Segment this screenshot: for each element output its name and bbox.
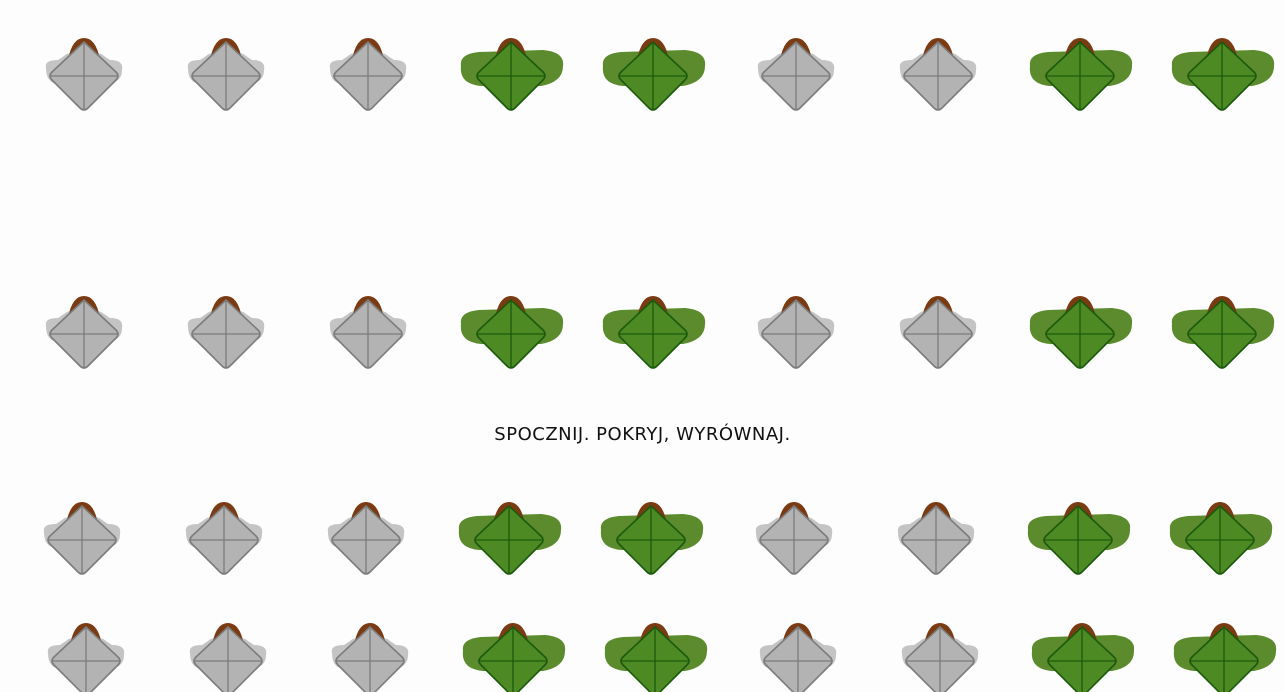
soldier-top-view-icon — [736, 292, 856, 372]
soldier-unit-green[interactable] — [451, 292, 571, 372]
soldier-unit-gray[interactable] — [876, 498, 996, 578]
soldier-top-view-icon — [1160, 498, 1280, 578]
soldier-top-view-icon — [876, 498, 996, 578]
soldier-unit-gray[interactable] — [166, 292, 286, 372]
soldier-top-view-icon — [736, 34, 856, 114]
soldier-top-view-icon — [453, 619, 573, 692]
soldier-top-view-icon — [24, 292, 144, 372]
soldier-unit-gray[interactable] — [878, 34, 998, 114]
unit-row-4 — [0, 619, 1285, 692]
soldier-top-view-icon — [308, 34, 428, 114]
soldier-unit-gray[interactable] — [168, 619, 288, 692]
soldier-unit-gray[interactable] — [878, 292, 998, 372]
soldier-unit-green[interactable] — [1164, 619, 1284, 692]
command-text: SPOCZNIJ. POKRYJ, WYRÓWNAJ. — [0, 424, 1285, 445]
soldier-unit-gray[interactable] — [22, 498, 142, 578]
soldier-unit-gray[interactable] — [736, 34, 856, 114]
soldier-unit-gray[interactable] — [880, 619, 1000, 692]
soldier-unit-green[interactable] — [1160, 498, 1280, 578]
soldier-unit-green[interactable] — [451, 34, 571, 114]
soldier-top-view-icon — [880, 619, 1000, 692]
soldier-unit-green[interactable] — [593, 292, 713, 372]
soldier-unit-gray[interactable] — [24, 292, 144, 372]
soldier-unit-green[interactable] — [449, 498, 569, 578]
soldier-unit-gray[interactable] — [736, 292, 856, 372]
soldier-unit-gray[interactable] — [24, 34, 144, 114]
soldier-top-view-icon — [24, 34, 144, 114]
unit-row-3 — [0, 498, 1285, 578]
soldier-top-view-icon — [1018, 498, 1138, 578]
soldier-top-view-icon — [878, 34, 998, 114]
soldier-unit-green[interactable] — [591, 498, 711, 578]
soldier-unit-gray[interactable] — [166, 34, 286, 114]
soldier-unit-gray[interactable] — [308, 292, 428, 372]
soldier-top-view-icon — [166, 34, 286, 114]
soldier-top-view-icon — [734, 498, 854, 578]
soldier-unit-gray[interactable] — [310, 619, 430, 692]
soldier-top-view-icon — [1162, 292, 1282, 372]
soldier-unit-green[interactable] — [1022, 619, 1142, 692]
soldier-top-view-icon — [308, 292, 428, 372]
soldier-unit-green[interactable] — [1020, 292, 1140, 372]
soldier-top-view-icon — [164, 498, 284, 578]
soldier-unit-green[interactable] — [1162, 292, 1282, 372]
soldier-top-view-icon — [738, 619, 858, 692]
soldier-top-view-icon — [593, 292, 713, 372]
soldier-top-view-icon — [26, 619, 146, 692]
soldier-unit-gray[interactable] — [164, 498, 284, 578]
soldier-top-view-icon — [22, 498, 142, 578]
soldier-unit-gray[interactable] — [738, 619, 858, 692]
soldier-unit-green[interactable] — [1162, 34, 1282, 114]
soldier-top-view-icon — [1020, 34, 1140, 114]
soldier-top-view-icon — [449, 498, 569, 578]
unit-row-2 — [0, 292, 1285, 372]
soldier-unit-gray[interactable] — [308, 34, 428, 114]
soldier-top-view-icon — [168, 619, 288, 692]
soldier-top-view-icon — [1162, 34, 1282, 114]
soldier-unit-gray[interactable] — [306, 498, 426, 578]
soldier-top-view-icon — [451, 34, 571, 114]
soldier-unit-green[interactable] — [1020, 34, 1140, 114]
soldier-top-view-icon — [310, 619, 430, 692]
soldier-top-view-icon — [451, 292, 571, 372]
soldier-top-view-icon — [1022, 619, 1142, 692]
soldier-top-view-icon — [166, 292, 286, 372]
soldier-top-view-icon — [1164, 619, 1284, 692]
soldier-unit-green[interactable] — [453, 619, 573, 692]
soldier-unit-green[interactable] — [593, 34, 713, 114]
soldier-top-view-icon — [595, 619, 715, 692]
soldier-unit-green[interactable] — [1018, 498, 1138, 578]
soldier-top-view-icon — [878, 292, 998, 372]
soldier-unit-gray[interactable] — [734, 498, 854, 578]
soldier-unit-gray[interactable] — [26, 619, 146, 692]
unit-row-1 — [0, 34, 1285, 114]
soldier-top-view-icon — [591, 498, 711, 578]
soldier-top-view-icon — [593, 34, 713, 114]
soldier-top-view-icon — [1020, 292, 1140, 372]
soldier-top-view-icon — [306, 498, 426, 578]
soldier-unit-green[interactable] — [595, 619, 715, 692]
